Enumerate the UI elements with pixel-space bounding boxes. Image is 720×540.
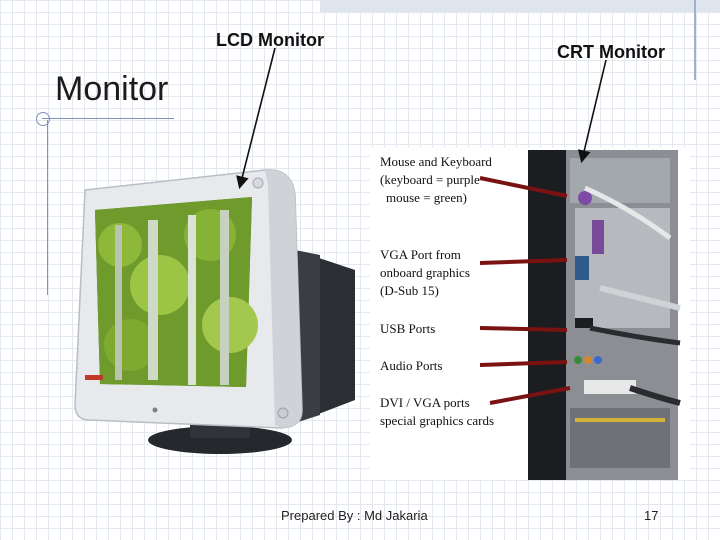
lcd-arrow — [236, 47, 276, 190]
usb-ports-label: USB Ports — [380, 321, 436, 336]
dvi-line1: DVI / VGA ports — [380, 395, 470, 410]
lcd-monitor-label: LCD Monitor — [216, 30, 324, 50]
mouse-keyboard-line2: (keyboard = purple — [380, 172, 480, 187]
crt-monitor-label: CRT Monitor — [557, 42, 665, 62]
mouse-keyboard-line1: Mouse and Keyboard — [380, 154, 492, 169]
vga-port-label: VGA Port from onboard graphics (D-Sub 15… — [380, 246, 470, 300]
top-band — [320, 0, 720, 12]
left-vertical-rule — [47, 120, 48, 295]
footer-author: Prepared By : Md Jakaria — [281, 508, 428, 523]
right-accent-line — [694, 0, 696, 80]
vga-line2: onboard graphics — [380, 265, 470, 280]
slide-title: Monitor — [55, 70, 169, 108]
title-underline — [42, 118, 174, 119]
crt-arrow — [578, 59, 607, 164]
dvi-line2: special graphics cards — [380, 413, 495, 428]
crt-monitor-image — [74, 169, 355, 454]
mouse-keyboard-line3: mouse = green) — [386, 190, 467, 205]
vga-line3: (D-Sub 15) — [380, 283, 439, 298]
dvi-vga-ports-label: DVI / VGA ports special graphics cards — [380, 394, 494, 430]
screen-forest-image — [95, 197, 258, 387]
audio-ports-label: Audio Ports — [380, 358, 443, 373]
page-number: 17 — [644, 508, 659, 523]
corner-circle-ornament — [36, 112, 50, 126]
computer-back-panel-image — [370, 148, 690, 480]
vga-line1: VGA Port from — [380, 247, 461, 262]
mouse-keyboard-label: Mouse and Keyboard (keyboard = purple mo… — [380, 153, 492, 207]
